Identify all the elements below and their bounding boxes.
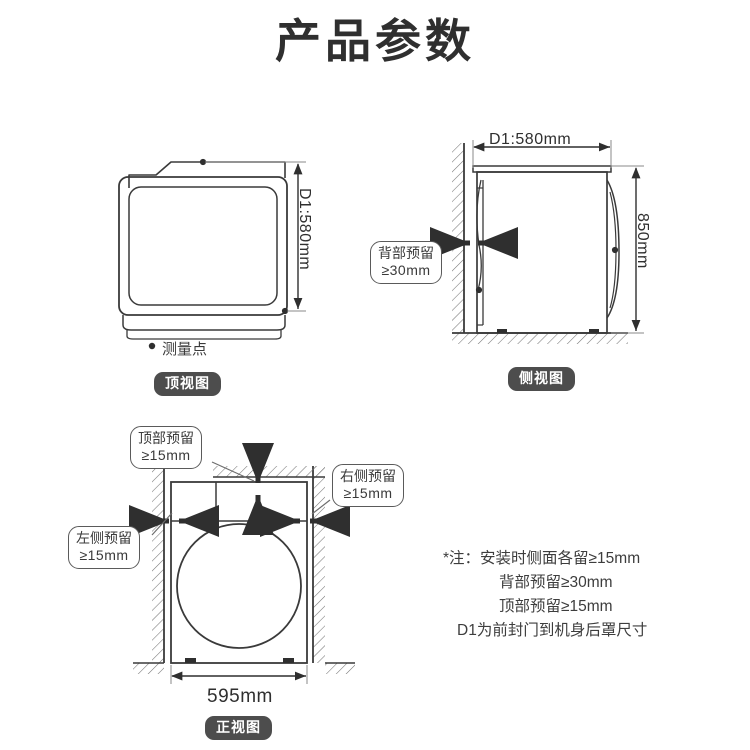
measurement-point-dot: [611, 246, 619, 254]
front-view-badge: 正视图: [205, 716, 272, 740]
note-line-1: *注：安装时侧面各留≥15mm: [443, 550, 641, 567]
right-clearance-line2: ≥15mm: [343, 485, 393, 501]
page-title: 产品参数: [275, 15, 475, 67]
top-view-drawing: [118, 158, 306, 340]
note-line-2: 背部预留≥30mm: [499, 574, 613, 591]
measurement-point-dot: [475, 286, 483, 294]
installation-notes: *注：安装时侧面各留≥15mm 背部预留≥30mm 顶部预留≥15mm D1为前…: [443, 547, 647, 643]
right-clearance-line1: 右侧预留: [340, 468, 396, 484]
note-line-4: D1为前封门到机身后罩尺寸: [457, 622, 648, 639]
top-clearance-callout: 顶部预留 ≥15mm: [130, 426, 202, 469]
top-clearance-line2: ≥15mm: [141, 447, 191, 463]
measurement-point-dot: [281, 307, 289, 315]
side-view-drawing: [430, 140, 644, 344]
left-clearance-line2: ≥15mm: [79, 547, 129, 563]
side-view-badge: 侧视图: [508, 367, 575, 391]
side-view-height-label: 850mm: [634, 213, 651, 269]
front-view-drawing: [129, 443, 355, 684]
rear-clearance-line2: ≥30mm: [381, 262, 431, 278]
rear-clearance-callout: 背部预留 ≥30mm: [370, 241, 442, 284]
rear-clearance-line1: 背部预留: [378, 245, 434, 261]
top-clearance-line1: 顶部预留: [138, 430, 194, 446]
front-view-width-label: 595mm: [207, 686, 273, 707]
left-clearance-line1: 左侧预留: [76, 530, 132, 546]
measurement-point-legend: 测量点: [162, 341, 208, 358]
side-view-depth-label: D1:580mm: [489, 131, 572, 148]
top-view-depth-label: D1:580mm: [296, 188, 313, 271]
left-clearance-callout: 左侧预留 ≥15mm: [68, 526, 140, 569]
measurement-point-dot: [199, 158, 207, 166]
top-view-badge: 顶视图: [154, 372, 221, 396]
legend-dot-icon: [148, 342, 156, 350]
note-line-3: 顶部预留≥15mm: [499, 598, 613, 615]
right-clearance-callout: 右侧预留 ≥15mm: [332, 464, 404, 507]
